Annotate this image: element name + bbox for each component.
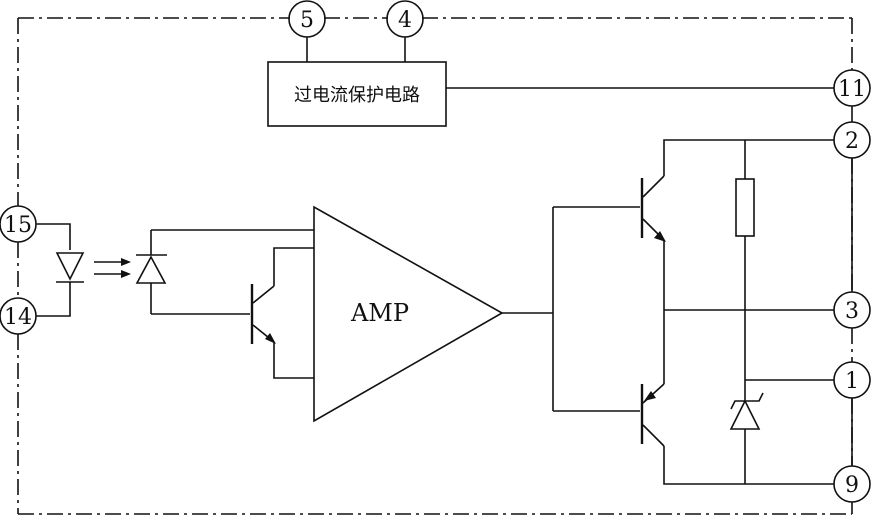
pin-5: 5: [288, 0, 326, 38]
pin-11: 11: [833, 69, 871, 107]
amplifier-label: AMP: [350, 299, 409, 327]
overcurrent-protection-block: 过电流保护电路: [267, 37, 834, 127]
zener-diode: [729, 310, 834, 484]
pin-2-label: 2: [845, 129, 859, 154]
resistor: [735, 140, 755, 310]
photodiode: [135, 229, 314, 315]
pin-14: 14: [0, 297, 37, 335]
amplifier: AMP: [313, 205, 640, 423]
pin-3: 3: [833, 291, 871, 329]
pin-9: 9: [833, 465, 871, 503]
light-arrows: [94, 258, 131, 278]
module-boundary: [17, 17, 853, 515]
output-transistor-upper: [640, 139, 834, 310]
input-transistor: [250, 247, 314, 379]
pin-9-label: 9: [845, 473, 859, 498]
pin-11-label: 11: [838, 77, 866, 102]
pin-4: 4: [386, 0, 424, 38]
pin-15: 15: [0, 205, 37, 243]
pin-15-label: 15: [4, 213, 32, 238]
pin-2: 2: [833, 121, 871, 159]
pin-14-label: 14: [4, 305, 32, 330]
pin-1-label: 1: [845, 369, 859, 394]
pin-3-label: 3: [845, 299, 859, 324]
protection-label: 过电流保护电路: [294, 85, 420, 106]
pin-4-label: 4: [398, 8, 412, 33]
pin-5-label: 5: [300, 8, 314, 33]
pin-1: 1: [833, 361, 871, 399]
input-led: [36, 223, 85, 317]
output-transistor-lower: [640, 309, 834, 485]
